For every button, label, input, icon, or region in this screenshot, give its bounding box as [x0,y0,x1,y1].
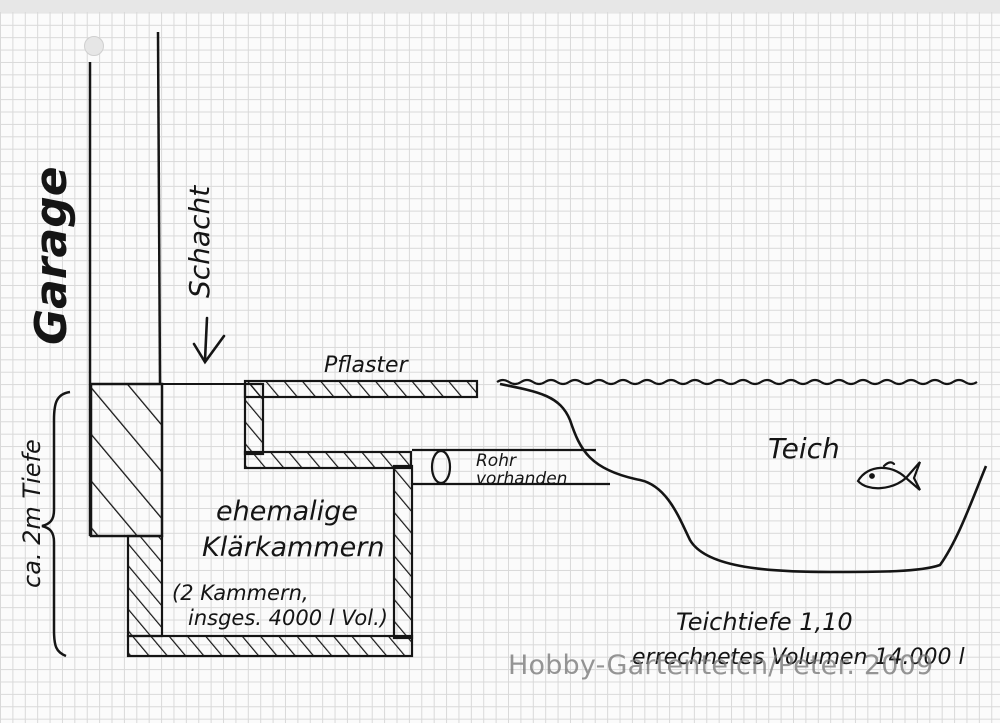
label-shaft: Schacht [183,185,216,298]
fish-icon [856,461,922,491]
label-chamber-line2: Klärkammern [202,532,384,563]
pond-water-surface [496,378,978,386]
label-pond-depth: Teichtiefe 1,10 [676,608,853,636]
label-paving: Pflaster [324,353,410,378]
depth-brace [41,390,71,658]
label-garage: Garage [26,166,77,345]
chamber-walls [126,379,479,658]
down-arrow-icon [192,316,226,365]
label-pond: Teich [768,432,840,465]
chamber-interior [161,536,394,637]
paper-top-edge [0,0,1000,12]
label-chamber-line1: ehemalige [216,496,358,527]
label-pipe-line1: Rohr [476,451,517,471]
label-pond-volume: errechnetes Volumen 14.000 l [632,645,965,670]
label-depth: ca. 2m Tiefe [18,439,46,588]
label-chamber-note-line2: insges. 4000 l Vol.) [188,606,388,630]
punch-hole [84,36,104,56]
pond-basin [499,382,988,574]
garage-foundation [89,382,164,538]
pipe [412,448,610,486]
label-pipe-line2: vorhanden [476,469,567,489]
watermark: Hobby-Gartenteich/Peter. 2009 [508,650,934,681]
label-chamber-note-line1: (2 Kammern, [172,581,309,605]
